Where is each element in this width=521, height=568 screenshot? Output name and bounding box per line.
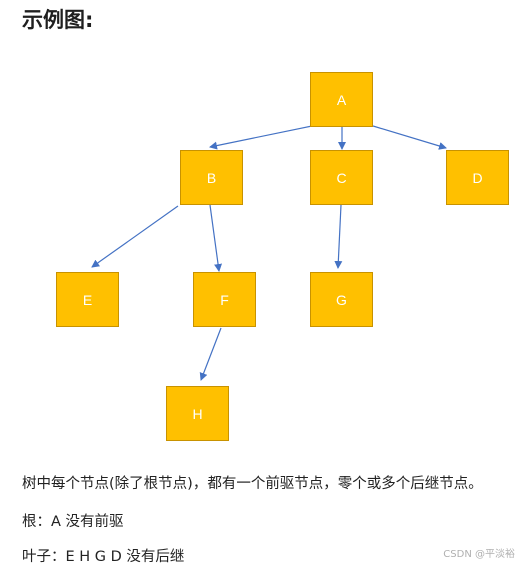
tree-node-e: E: [56, 272, 119, 327]
root-description: 根：A 没有前驱: [22, 514, 124, 530]
tree-node-d: D: [446, 150, 509, 205]
edge-b-f: [209, 204, 223, 272]
watermark: CSDN @平淡裕: [443, 549, 515, 560]
tree-edges: [91, 125, 447, 381]
tree-node-h: H: [166, 386, 229, 441]
tree-node-a: A: [310, 72, 373, 127]
edge-a-b: [209, 125, 313, 150]
tree-node-c: C: [310, 150, 373, 205]
description-text: 树中每个节点(除了根节点)，都有一个前驱节点，零个或多个后继节点。: [22, 476, 483, 492]
edge-a-d: [372, 125, 447, 150]
edge-f-h: [199, 327, 222, 381]
tree-diagram: A B C D E F G H: [56, 72, 509, 441]
tree-node-g: G: [310, 272, 373, 327]
edge-c-g: [334, 204, 343, 269]
tree-node-b: B: [180, 150, 243, 205]
page-title: 示例图:: [22, 8, 94, 32]
leaf-description: 叶子：E H G D 没有后继: [22, 549, 185, 565]
tree-node-f: F: [193, 272, 256, 327]
edge-b-e: [91, 205, 179, 268]
